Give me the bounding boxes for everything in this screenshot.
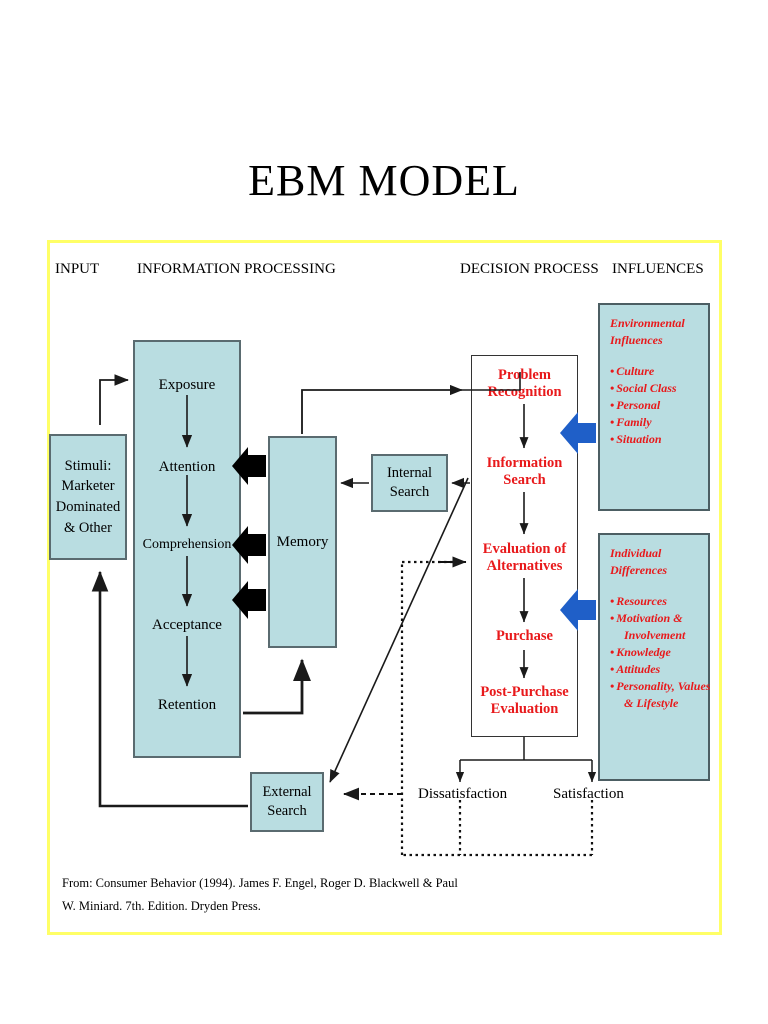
purchase-line-1: Purchase bbox=[496, 628, 553, 644]
memory-label: Memory bbox=[276, 533, 329, 550]
bullet-icon: • bbox=[610, 662, 615, 677]
column-header-information-processing: INFORMATION PROCESSING bbox=[137, 261, 336, 277]
env-item-1: Social Class bbox=[616, 381, 677, 396]
evaluation-line-1: Evaluation of bbox=[482, 541, 567, 557]
bullet-icon: • bbox=[610, 594, 615, 609]
information-search-line-1: Information bbox=[486, 455, 563, 471]
ind-title-line-1: Individual bbox=[610, 546, 662, 560]
list-item: •Motivation & bbox=[610, 610, 700, 627]
env-item-4: Situation bbox=[616, 432, 662, 447]
post-purchase-line-2: Evaluation bbox=[490, 700, 559, 717]
ind-title-line-2: Differences bbox=[610, 563, 668, 578]
individual-differences-title: Individual Differences bbox=[610, 545, 700, 579]
bullet-icon: • bbox=[610, 381, 615, 396]
ind-item-2: Involvement bbox=[624, 628, 686, 643]
list-item: Involvement bbox=[610, 627, 700, 644]
list-item: •Family bbox=[610, 414, 700, 431]
stage-exposure: Exposure bbox=[158, 377, 216, 393]
env-item-0: Culture bbox=[616, 364, 655, 379]
external-search-line-1: External bbox=[262, 784, 312, 801]
problem-recognition-line-1: Problem bbox=[498, 367, 551, 383]
ind-item-0: Resources bbox=[616, 594, 667, 609]
list-item: •Culture bbox=[610, 363, 700, 380]
stimuli-line-3: Dominated bbox=[55, 499, 121, 515]
list-item: •Social Class bbox=[610, 380, 700, 397]
outcome-satisfaction[interactable]: Satisfaction bbox=[553, 786, 624, 802]
bullet-icon: • bbox=[610, 432, 615, 447]
decision-stage-post-purchase-evaluation[interactable]: Post-Purchase Evaluation bbox=[471, 684, 578, 717]
list-item: & Lifestyle bbox=[610, 695, 700, 712]
page-title: EBM MODEL bbox=[248, 156, 520, 205]
external-search-line-2: Search bbox=[267, 803, 307, 819]
list-item: •Personal bbox=[610, 397, 700, 414]
outcome-dissatisfaction[interactable]: Dissatisfaction bbox=[418, 786, 508, 802]
column-header-input: INPUT bbox=[55, 261, 100, 277]
environmental-influences-list: •Culture •Social Class •Personal •Family… bbox=[610, 363, 700, 448]
stage-comprehension: Comprehension bbox=[142, 537, 232, 552]
environmental-influences-title: Environmental Influences bbox=[610, 315, 700, 349]
evaluation-line-2: Alternatives bbox=[486, 557, 563, 574]
env-title-line-2: Influences bbox=[610, 333, 663, 348]
list-item: •Knowledge bbox=[610, 644, 700, 661]
stimuli-line-4: & Other bbox=[64, 519, 112, 536]
bullet-icon: • bbox=[610, 364, 615, 379]
individual-differences-panel[interactable]: Individual Differences •Resources •Motiv… bbox=[598, 533, 710, 781]
bullet-icon: • bbox=[610, 679, 615, 694]
column-header-decision-process: DECISION PROCESS bbox=[460, 261, 599, 277]
list-item: •Personality, Values bbox=[610, 678, 710, 695]
problem-recognition-line-2: Recognition bbox=[487, 383, 562, 400]
stimuli-box[interactable]: Stimuli: Marketer Dominated & Other bbox=[49, 434, 127, 560]
ind-item-3: Knowledge bbox=[616, 645, 671, 660]
source-citation: From: Consumer Behavior (1994). James F.… bbox=[62, 872, 622, 918]
env-title-line-1: Environmental bbox=[610, 316, 685, 330]
env-item-2: Personal bbox=[616, 398, 661, 413]
internal-search-line-2: Search bbox=[389, 484, 430, 500]
list-item: •Attitudes bbox=[610, 661, 700, 678]
bullet-icon: • bbox=[610, 611, 615, 626]
bullet-icon: • bbox=[610, 645, 615, 660]
internal-search-line-1: Internal bbox=[386, 465, 433, 482]
citation-line-1: From: Consumer Behavior (1994). James F.… bbox=[62, 876, 458, 890]
stimuli-line-2: Marketer bbox=[61, 478, 115, 495]
ind-item-5: Personality, Values bbox=[616, 679, 711, 694]
stage-acceptance: Acceptance bbox=[152, 617, 222, 633]
ind-item-4: Attitudes bbox=[616, 662, 661, 677]
stage-attention: Attention bbox=[158, 459, 216, 475]
list-item: •Resources bbox=[610, 593, 700, 610]
memory-box[interactable]: Memory bbox=[268, 436, 337, 648]
ind-item-6: & Lifestyle bbox=[624, 696, 679, 711]
bullet-icon: • bbox=[610, 398, 615, 413]
bullet-icon: • bbox=[610, 415, 615, 430]
decision-stage-problem-recognition[interactable]: Problem Recognition bbox=[471, 367, 578, 400]
information-processing-box[interactable]: Exposure Attention Comprehension Accepta… bbox=[133, 340, 241, 758]
column-header-influences: INFLUENCES bbox=[612, 261, 704, 277]
decision-stage-information-search[interactable]: Information Search bbox=[471, 455, 578, 488]
internal-search-box[interactable]: Internal Search bbox=[371, 454, 448, 512]
environmental-influences-panel[interactable]: Environmental Influences •Culture •Socia… bbox=[598, 303, 710, 511]
citation-line-2: W. Miniard. 7th. Edition. Dryden Press. bbox=[62, 899, 261, 914]
stimuli-line-1: Stimuli: bbox=[64, 457, 112, 474]
env-item-3: Family bbox=[616, 415, 652, 430]
diagram-frame bbox=[47, 240, 722, 935]
stage-retention: Retention bbox=[157, 697, 217, 713]
post-purchase-line-1: Post-Purchase bbox=[480, 684, 569, 700]
ind-item-1: Motivation & bbox=[616, 611, 683, 626]
information-search-line-2: Search bbox=[503, 471, 546, 488]
decision-stage-evaluation-of-alternatives[interactable]: Evaluation of Alternatives bbox=[471, 541, 578, 574]
individual-differences-list: •Resources •Motivation & Involvement •Kn… bbox=[610, 593, 710, 712]
list-item: •Situation bbox=[610, 431, 700, 448]
external-search-box[interactable]: External Search bbox=[250, 772, 324, 832]
decision-stage-purchase[interactable]: Purchase bbox=[471, 628, 578, 645]
